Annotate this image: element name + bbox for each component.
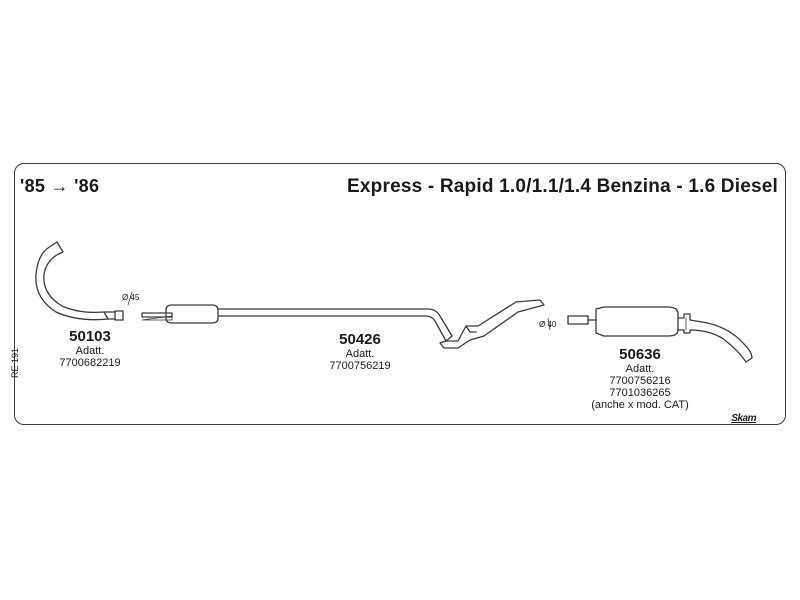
part-number: 50426 [339,331,381,348]
rear-diameter-label: Ø 40 [539,320,557,329]
part-code: 7700756216 [609,375,671,387]
front-diameter-label: Ø 45 [122,293,140,302]
part-note: (anche x mod. CAT) [591,399,689,411]
part-note: Adatt. [75,345,105,357]
part-code: 7700756219 [329,360,391,372]
rear-silencer-50636 [567,306,753,363]
part-label-50103: 50103 Adatt. 7700682219 [40,328,140,369]
part-number: 50636 [619,346,661,363]
part-note: Adatt. [345,348,375,360]
part-label-50426: 50426 Adatt. 7700756219 [310,331,410,372]
part-number: 50103 [69,328,111,345]
part-code: 7701036265 [609,387,671,399]
diagram-title: Express - Rapid 1.0/1.1/1.4 Benzina - 1.… [347,176,778,197]
year-range: '85 → '86 [20,176,100,196]
brand-logo: Skam [731,413,756,424]
front-pipe-50103 [35,241,124,321]
intermediate-pipe-50426 [141,299,545,349]
part-label-50636: 50636 Adatt. 7700756216 7701036265 (anch… [580,346,700,411]
part-note: Adatt. [625,363,655,375]
diagram-frame [14,163,786,425]
part-code: 7700682219 [59,357,121,369]
